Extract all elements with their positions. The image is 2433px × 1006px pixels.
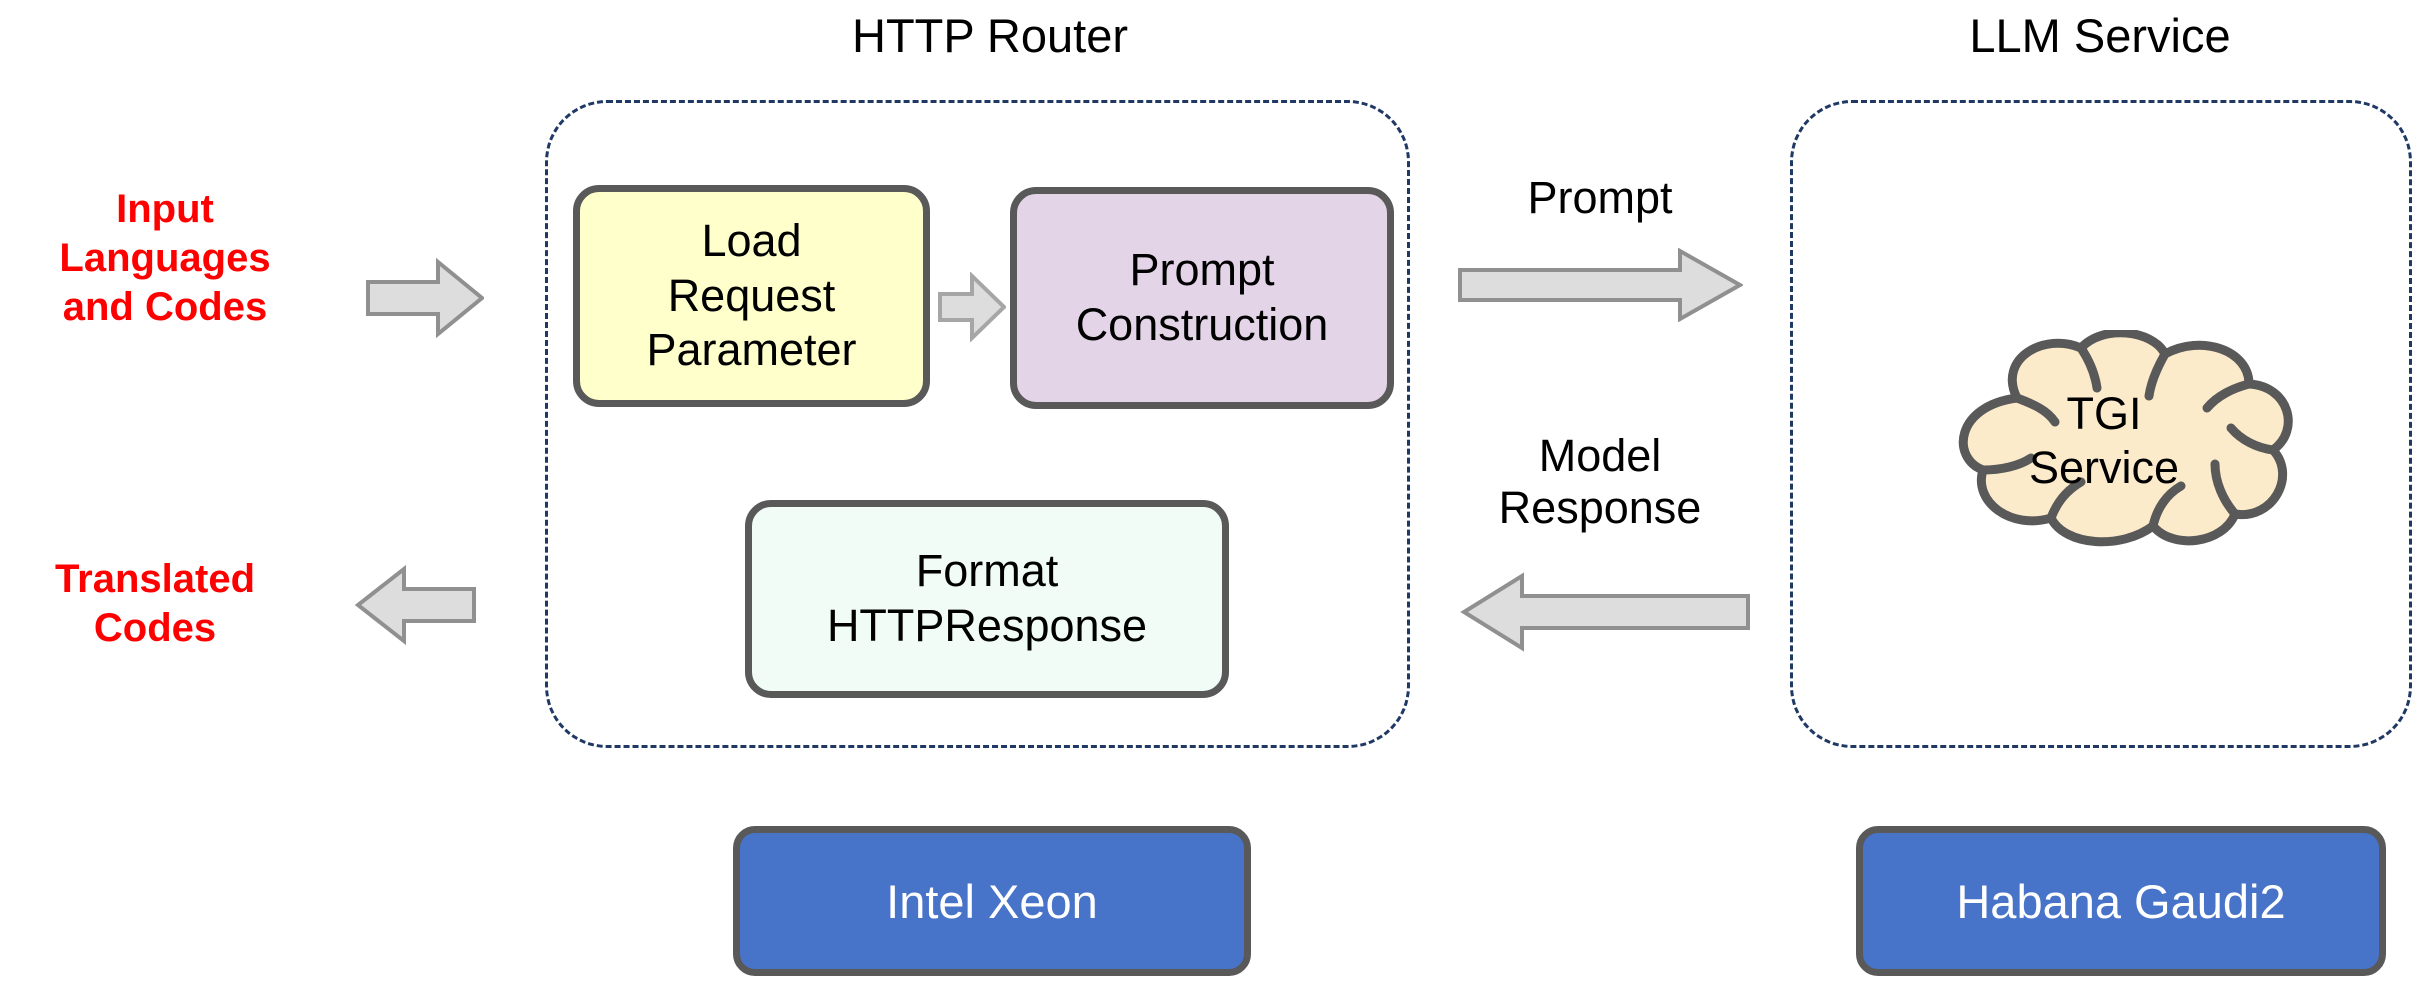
prompt-flow-arrow	[1458, 248, 1743, 322]
node-tgi-service[interactable]: TGI Service	[1905, 330, 2303, 552]
llm-service-boundary	[1790, 100, 2412, 748]
http-router-boundary	[545, 100, 1410, 748]
input-label-line-2: Languages	[59, 235, 271, 280]
edge-label-prompt: Prompt	[1527, 172, 1673, 223]
model-response-line-1: Model	[1538, 430, 1662, 481]
translated-codes-label: Translated Codes	[10, 555, 300, 653]
load-to-prompt-arrow	[938, 272, 1006, 342]
input-label-line-3: and Codes	[62, 284, 268, 329]
edge-label-model-response: Model Response	[1440, 430, 1760, 534]
output-label-line-2: Codes	[93, 605, 217, 650]
input-languages-and-codes-label: Input Languages and Codes	[20, 185, 310, 331]
group-title-http-router: HTTP Router	[852, 9, 1128, 62]
input-flow-arrow	[366, 258, 484, 338]
translated-codes-flow-arrow	[352, 565, 476, 645]
model-response-flow-arrow	[1460, 572, 1750, 652]
hardware-habana-gaudi2[interactable]: Habana Gaudi2	[1856, 826, 2386, 976]
output-label-line-1: Translated	[54, 557, 256, 601]
hardware-intel-xeon[interactable]: Intel Xeon	[733, 826, 1251, 976]
input-label-line-1: Input	[116, 187, 214, 231]
node-format-httpresponse[interactable]: Format HTTPResponse	[745, 500, 1229, 698]
model-response-line-2: Response	[1498, 482, 1702, 534]
group-title-llm-service: LLM Service	[1969, 9, 2231, 62]
node-load-request-parameter[interactable]: Load Request Parameter	[573, 185, 930, 407]
node-prompt-construction[interactable]: Prompt Construction	[1010, 187, 1394, 409]
